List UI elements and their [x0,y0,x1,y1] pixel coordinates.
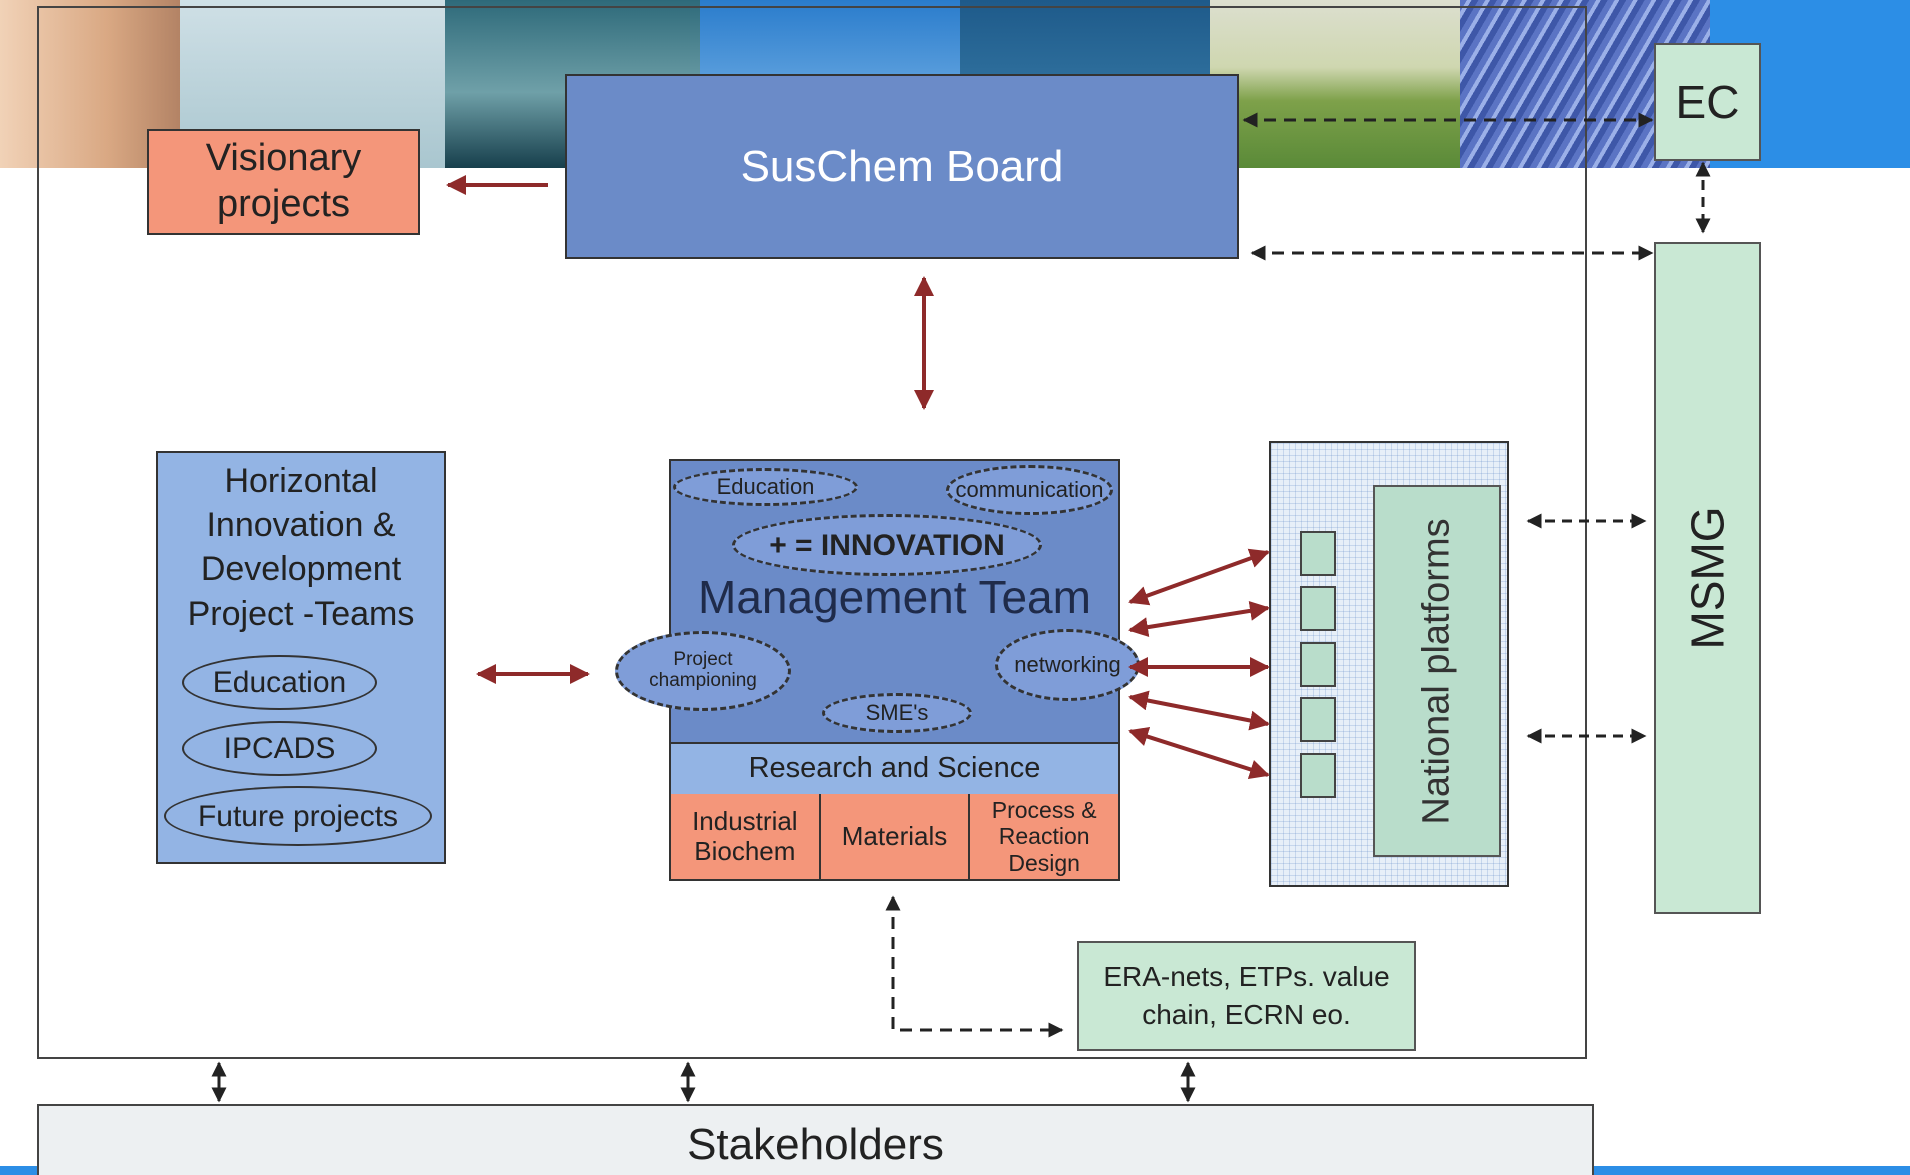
horizontal-teams-title: Horizontal Innovation & Development Proj… [187,462,415,633]
platform-square [1300,586,1336,631]
sme-tag: SME's [822,693,972,733]
suschem-frame [37,6,1587,1059]
team-item: Education [182,655,377,710]
education-tag: Education [673,468,858,506]
suschem-board-box: SusChem Board [565,74,1239,259]
team-item: Future projects [164,786,432,846]
suschem-board-label: SusChem Board [740,141,1064,191]
national-platforms-label: National platforms [1415,517,1458,825]
management-team-title: Management Team [698,571,1091,623]
ec-label: EC [1675,76,1740,128]
platform-square [1300,531,1336,576]
stakeholders-label: Stakeholders [687,1120,944,1169]
msmg-box: MSMG [1654,242,1761,914]
national-platforms-panel: National platforms [1373,485,1501,857]
stakeholders-box: Stakeholders [37,1104,1594,1175]
networking-tag: networking [995,629,1140,701]
innovation-tag: + = INNOVATION [732,514,1042,576]
era-nets-box: ERA-nets, ETPs. value chain, ECRN eo. [1077,941,1416,1051]
visionary-projects-box: Visionary projects [147,129,420,235]
communication-tag: communication [946,465,1113,515]
visionary-projects-label: Visionary projects [205,137,362,225]
platform-square [1300,697,1336,742]
msmg-label: MSMG [1681,506,1734,650]
national-platforms-box: National platforms [1269,441,1509,887]
research-area-cell: Industrial Biochem [671,794,821,879]
research-areas-row: Industrial Biochem Materials Process & R… [671,794,1119,879]
landscape-photo [1210,0,1460,168]
project-championing-tag: Project championing [615,631,791,711]
platform-square [1300,753,1336,798]
era-nets-label: ERA-nets, ETPs. value chain, ECRN eo. [1103,961,1390,1030]
research-science-bar: Research and Science [671,742,1118,796]
platform-square [1300,642,1336,687]
management-team-box: Management Team Education communication … [615,459,1140,881]
ec-box: EC [1654,43,1761,161]
team-item: IPCADS [182,721,377,776]
research-area-cell: Process & Reaction Design [970,794,1119,879]
research-area-cell: Materials [820,794,971,879]
horizontal-teams-box: Horizontal Innovation & Development Proj… [156,451,446,864]
